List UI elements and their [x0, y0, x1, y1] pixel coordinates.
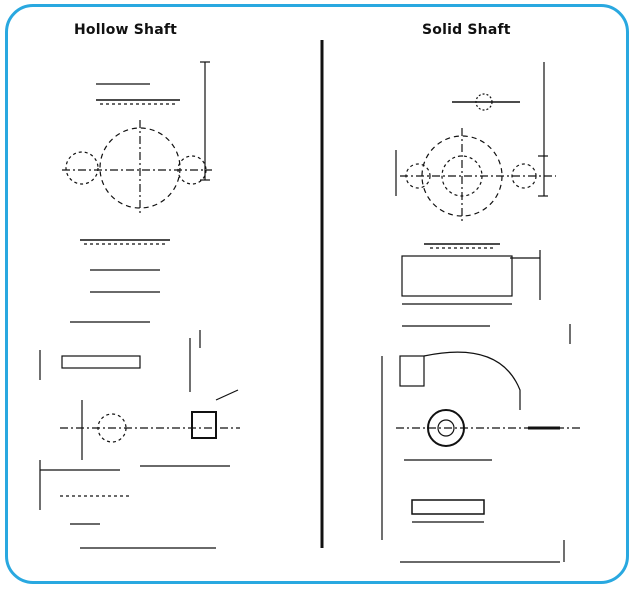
solid-front-view [395, 62, 556, 305]
hollow-front-view [62, 61, 212, 293]
hollow-shaft-title: Hollow Shaft [74, 22, 178, 38]
solid-side-view [381, 324, 580, 563]
hollow-side-view [39, 321, 240, 549]
solid-shaft-title: Solid Shaft [422, 22, 511, 38]
